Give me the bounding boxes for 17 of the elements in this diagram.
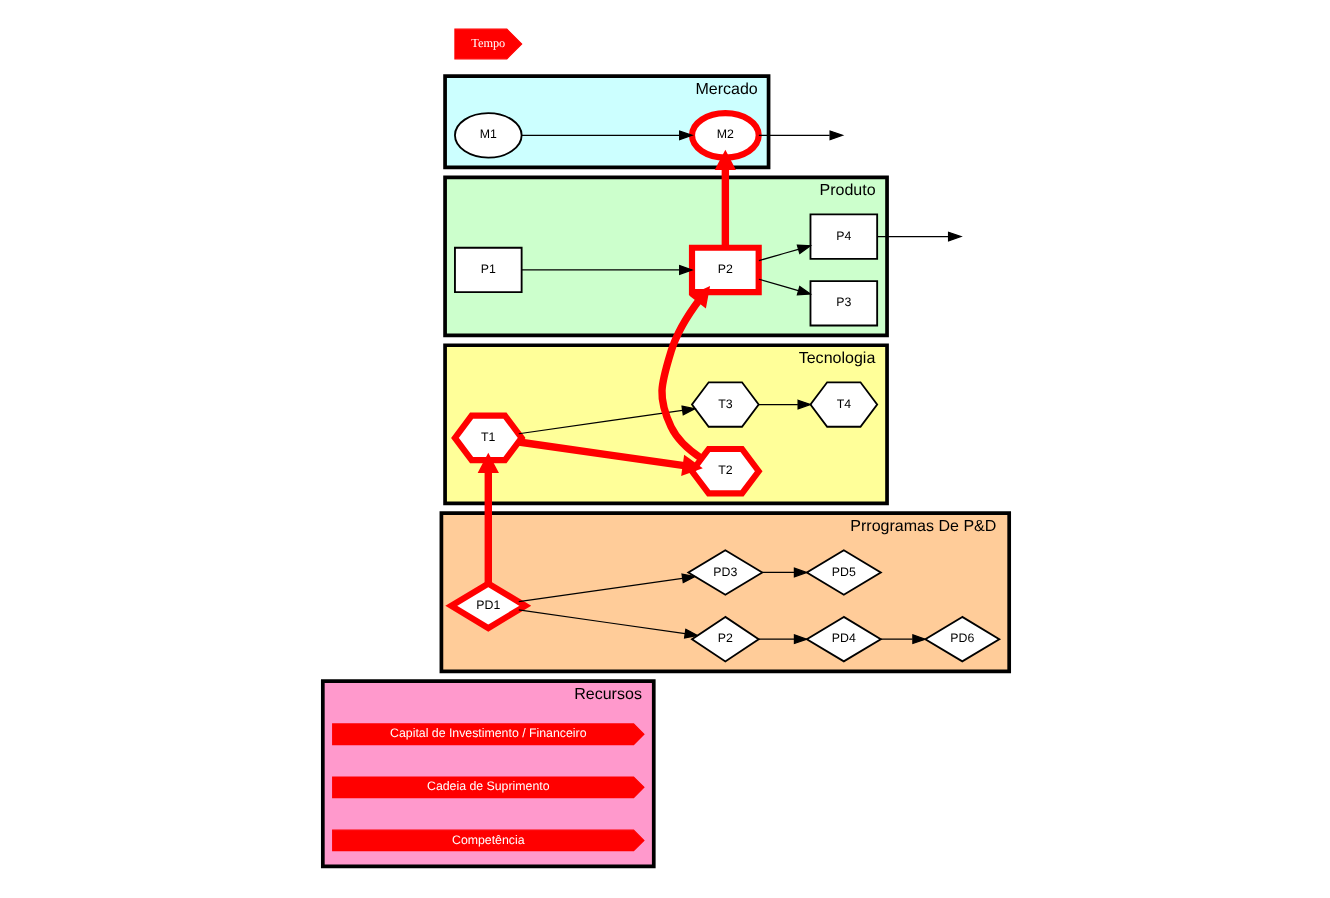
arrow	[760, 567, 808, 578]
arrow	[657, 286, 710, 462]
arrow	[713, 149, 735, 248]
arrow	[517, 573, 696, 603]
arrow	[517, 609, 699, 639]
arrow	[757, 278, 812, 296]
arrow	[476, 452, 498, 584]
arrow	[517, 405, 696, 435]
arrow	[879, 634, 927, 645]
arrow	[757, 244, 812, 262]
arrow	[520, 264, 693, 276]
arrow	[517, 438, 702, 476]
arrow	[757, 130, 844, 141]
arrow	[757, 634, 808, 645]
arrow	[875, 231, 962, 242]
arrow	[520, 130, 693, 141]
arrow	[757, 399, 812, 410]
